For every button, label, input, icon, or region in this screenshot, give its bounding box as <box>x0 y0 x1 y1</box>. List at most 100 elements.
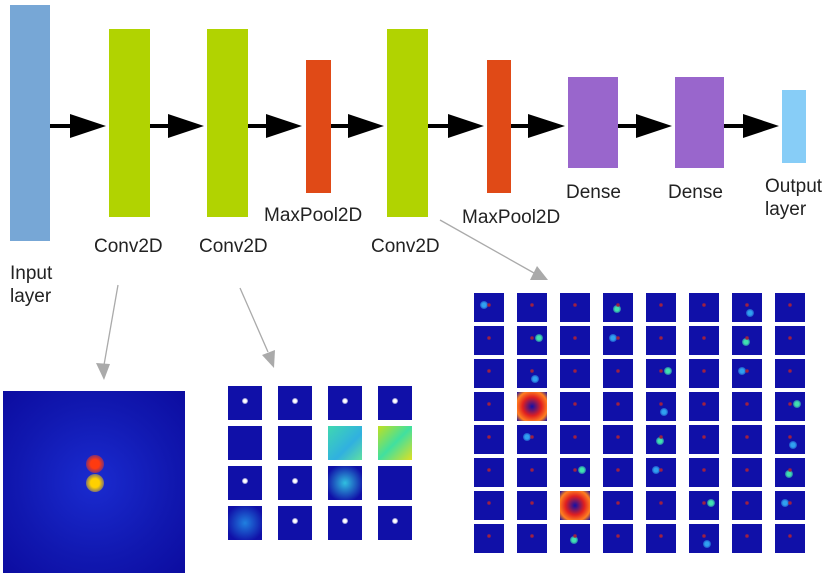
activation-spot <box>742 338 750 346</box>
activation-spot <box>707 499 715 507</box>
feature-map-tile <box>560 326 590 355</box>
activation-spot <box>702 468 706 472</box>
activation-spot <box>659 402 663 406</box>
activation-spot <box>702 336 706 340</box>
feature-map-tile <box>646 524 676 553</box>
activation-spot <box>480 301 488 309</box>
feature-map-tile <box>775 524 805 553</box>
feature-map-tile <box>689 458 719 487</box>
activation-spot <box>745 501 749 505</box>
activation-spot <box>746 309 754 317</box>
activation-spot <box>659 369 663 373</box>
feature-map-tile <box>603 491 633 520</box>
feature-map-tile <box>517 425 547 454</box>
activation-spot <box>793 400 801 408</box>
feature-map-tile <box>603 524 633 553</box>
activation-spot <box>523 433 531 441</box>
feature-map-tile <box>603 458 633 487</box>
feature-map-tile <box>603 293 633 322</box>
activation-spot <box>660 408 668 416</box>
feature-map-tile <box>560 524 590 553</box>
activation-spot <box>616 501 620 505</box>
layer-block-dense1 <box>568 77 618 168</box>
feature-map-tile <box>474 458 504 487</box>
activation-spot <box>487 468 491 472</box>
feature-map-tile <box>228 386 262 420</box>
activation-spot <box>530 303 534 307</box>
feature-map-tile <box>560 425 590 454</box>
activation-spot <box>745 303 749 307</box>
feature-map-tile <box>689 392 719 421</box>
activation-spot <box>342 518 348 524</box>
feature-map-tile <box>689 524 719 553</box>
activation-spot <box>616 402 620 406</box>
feature-map-tile <box>603 359 633 388</box>
feature-map-tile <box>775 293 805 322</box>
feature-map-tile <box>775 359 805 388</box>
feature-map-tile <box>560 458 590 487</box>
feature-map-tile <box>474 293 504 322</box>
layer-label-pool2: MaxPool2D <box>462 207 561 228</box>
activation-spot <box>573 534 577 538</box>
activation-spot <box>659 501 663 505</box>
feature-map-tile <box>474 425 504 454</box>
activation-spot <box>702 369 706 373</box>
feature-map-tile <box>278 386 312 420</box>
feature-map-conv1 <box>3 391 185 573</box>
feature-map-tile <box>474 524 504 553</box>
feature-map-tile <box>474 326 504 355</box>
activation-spot <box>659 534 663 538</box>
layer-label-dense2: Dense <box>668 182 723 203</box>
feature-map-tile <box>646 326 676 355</box>
layer-label-input: Input layer <box>10 263 53 307</box>
feature-map-tile <box>603 392 633 421</box>
activation-spot <box>487 534 491 538</box>
layer-label-output: Output layer <box>765 176 823 220</box>
activation-spot <box>292 518 298 524</box>
activation-spot <box>788 369 792 373</box>
feature-map-tile <box>603 425 633 454</box>
layer-block-pool2 <box>487 60 511 193</box>
activation-spot <box>664 367 672 375</box>
feature-map-tile <box>560 359 590 388</box>
activation-spot <box>659 435 663 439</box>
activation-spot <box>242 478 248 484</box>
feature-map-tile <box>689 359 719 388</box>
feature-map-tile <box>646 458 676 487</box>
activation-spot <box>86 455 104 473</box>
activation-spot <box>703 540 711 548</box>
feature-map-tile <box>732 458 762 487</box>
activation-spot <box>487 369 491 373</box>
activation-spot <box>613 305 621 313</box>
activation-spot <box>659 468 663 472</box>
feature-map-tile <box>775 425 805 454</box>
feature-map-tile <box>775 392 805 421</box>
activation-spot <box>573 468 577 472</box>
activation-spot <box>745 534 749 538</box>
layer-block-conv3 <box>387 29 428 217</box>
feature-map-tile <box>517 392 547 421</box>
feature-map-tile <box>517 326 547 355</box>
activation-spot <box>788 303 792 307</box>
activation-spot <box>487 402 491 406</box>
feature-map-tile <box>732 392 762 421</box>
feature-map-tile <box>732 491 762 520</box>
activation-spot <box>659 336 663 340</box>
layer-block-output <box>782 90 806 163</box>
feature-map-tile <box>646 359 676 388</box>
activation-spot <box>745 336 749 340</box>
activation-spot <box>570 536 578 544</box>
feature-map-tile <box>689 491 719 520</box>
activation-spot <box>616 534 620 538</box>
feature-map-tile <box>474 491 504 520</box>
feature-map-tile <box>517 491 547 520</box>
feature-map-tile <box>732 524 762 553</box>
layer-label-conv2: Conv2D <box>199 236 268 257</box>
activation-spot <box>702 303 706 307</box>
activation-spot <box>487 303 491 307</box>
feature-map-tile <box>278 426 312 460</box>
feature-map-tile <box>328 426 362 460</box>
activation-spot <box>745 369 749 373</box>
activation-spot <box>573 402 577 406</box>
